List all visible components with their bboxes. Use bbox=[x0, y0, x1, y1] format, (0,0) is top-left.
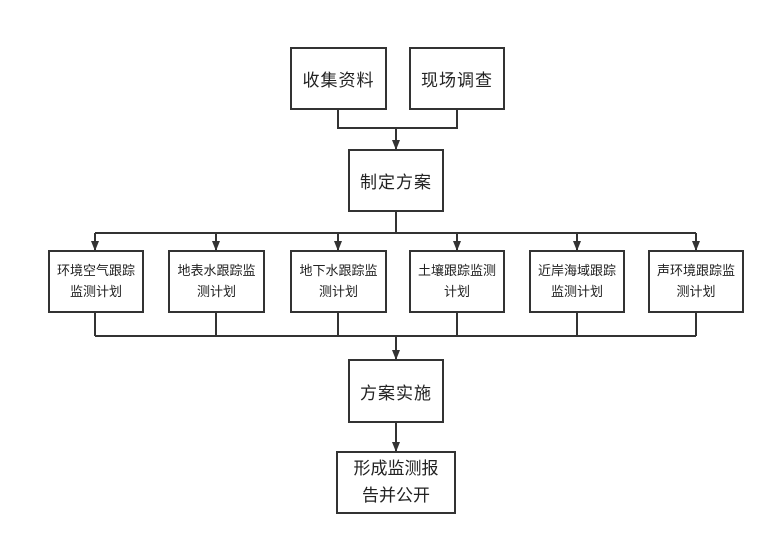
connector-collect bbox=[337, 110, 396, 129]
plan-coastal-box: 近岸海域跟踪监测计划 bbox=[529, 250, 625, 313]
plan-groundwater-label: 地下水跟踪监测计划 bbox=[299, 263, 378, 300]
report-box: 形成监测报告并公开 bbox=[336, 451, 456, 514]
formulate-plan-label: 制定方案 bbox=[360, 173, 432, 193]
plan-surface-water-box: 地表水跟踪监测计划 bbox=[168, 250, 265, 313]
plan-coastal-label: 近岸海域跟踪监测计划 bbox=[537, 263, 616, 300]
plan-acoustic-box: 声环境跟踪监测计划 bbox=[648, 250, 744, 313]
plan-acoustic-label: 声环境跟踪监测计划 bbox=[656, 263, 735, 300]
merge-drops bbox=[94, 313, 697, 336]
plan-surface-water-label: 地表水跟踪监测计划 bbox=[177, 263, 256, 300]
plan-air-label: 环境空气跟踪监测计划 bbox=[56, 263, 135, 300]
implementation-label: 方案实施 bbox=[360, 383, 432, 404]
report-label: 形成监测报告并公开 bbox=[353, 458, 439, 506]
site-survey-box: 现场调查 bbox=[409, 47, 505, 110]
connector-survey bbox=[396, 110, 458, 129]
collect-data-label: 收集资料 bbox=[302, 71, 375, 91]
formulate-plan-box: 制定方案 bbox=[348, 149, 444, 212]
plan-soil-label: 土壤跟踪监测计划 bbox=[417, 263, 496, 300]
site-survey-label: 现场调查 bbox=[421, 71, 493, 91]
collect-data-box: 收集资料 bbox=[290, 47, 387, 110]
implementation-box: 方案实施 bbox=[348, 359, 444, 423]
plan-air-box: 环境空气跟踪监测计划 bbox=[48, 250, 144, 313]
plan-groundwater-box: 地下水跟踪监测计划 bbox=[290, 250, 387, 313]
plan-soil-box: 土壤跟踪监测计划 bbox=[409, 250, 505, 313]
